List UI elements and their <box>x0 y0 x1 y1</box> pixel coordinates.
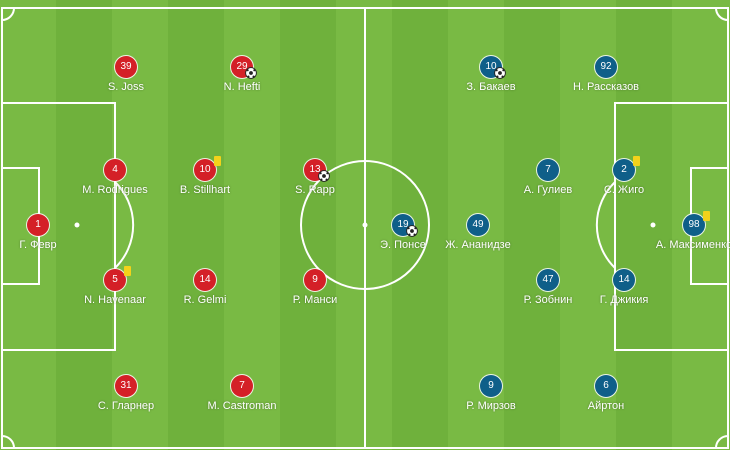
player-number-badge: 14 <box>194 269 216 291</box>
player-marker[interactable]: 39 S. Joss <box>71 56 181 96</box>
player-name: M. Rodrigues <box>82 184 148 196</box>
player-marker[interactable]: 10 B. Stillhart <box>150 156 260 199</box>
player-marker[interactable]: 14 Г. Джикия <box>569 269 679 309</box>
player-marker[interactable]: 47 Р. Зобнин <box>493 269 603 309</box>
player-marker[interactable]: 4 M. Rodrigues <box>60 159 170 199</box>
player-name: B. Stillhart <box>179 184 231 196</box>
player-number-badge: 47 <box>537 269 559 291</box>
player-marker[interactable]: 31 С. Гларнер <box>71 375 181 415</box>
player-name: Ж. Ананидзе <box>445 239 511 251</box>
player-name: Н. Рассказов <box>572 81 640 93</box>
player-number-badge: 6 <box>595 375 617 397</box>
player-number-badge: 10 <box>194 159 216 181</box>
player-marker[interactable]: 9 Р. Мирзов <box>436 375 546 415</box>
player-name: Р. Зобнин <box>523 294 573 306</box>
yellow-card-icon <box>124 266 131 276</box>
goal-ball-icon <box>245 67 257 79</box>
player-name: Г. Джикия <box>599 294 649 306</box>
player-marker[interactable]: 9 Р. Манси <box>260 269 370 309</box>
player-number-badge: 49 <box>467 214 489 236</box>
player-name: M. Castroman <box>207 400 277 412</box>
yellow-card-icon <box>214 156 221 166</box>
player-marker[interactable]: 49 Ж. Ананидзе <box>423 214 533 254</box>
player-name: Р. Мирзов <box>466 400 516 412</box>
player-name: А. Гулиев <box>523 184 573 196</box>
player-number-badge: 4 <box>104 159 126 181</box>
yellow-card-icon <box>703 211 710 221</box>
player-number-badge: 9 <box>480 375 502 397</box>
player-name: Э. Понсе <box>380 239 426 251</box>
goal-ball-icon <box>494 67 506 79</box>
player-number-badge: 9 <box>304 269 326 291</box>
player-number-badge: 7 <box>231 375 253 397</box>
yellow-card-icon <box>633 156 640 166</box>
player-marker[interactable]: 1 Г. Февр <box>0 214 93 254</box>
player-marker[interactable]: 7 А. Гулиев <box>493 159 603 199</box>
player-marker[interactable]: 92 Н. Рассказов <box>551 56 661 96</box>
player-marker[interactable]: 98 А. Максименко <box>639 211 730 254</box>
player-name: N. Hefti <box>223 81 261 93</box>
player-number-badge: 98 <box>683 214 705 236</box>
player-name: Г. Февр <box>19 239 57 251</box>
player-name: З. Бакаев <box>466 81 516 93</box>
player-marker[interactable]: 2 С. Жиго <box>569 156 679 199</box>
player-name: S. Joss <box>107 81 145 93</box>
goal-ball-icon <box>406 225 418 237</box>
player-number-badge: 39 <box>115 56 137 78</box>
player-number-badge: 31 <box>115 375 137 397</box>
player-name: S. Rapp <box>295 184 335 196</box>
player-number-badge: 2 <box>613 159 635 181</box>
player-number-badge: 14 <box>613 269 635 291</box>
player-number-badge: 7 <box>537 159 559 181</box>
player-name: Р. Манси <box>292 294 338 306</box>
player-name: N. Havenaar <box>84 294 146 306</box>
player-number-badge: 5 <box>104 269 126 291</box>
player-name: Айртон <box>587 400 625 412</box>
player-marker[interactable]: 5 N. Havenaar <box>60 266 170 309</box>
player-number-badge: 92 <box>595 56 617 78</box>
player-name: С. Жиго <box>603 184 645 196</box>
player-marker[interactable]: 14 R. Gelmi <box>150 269 260 309</box>
player-name: R. Gelmi <box>183 294 227 306</box>
player-marker[interactable]: 7 M. Castroman <box>187 375 297 415</box>
goal-ball-icon <box>318 170 330 182</box>
player-number-badge: 1 <box>27 214 49 236</box>
player-name: С. Гларнер <box>97 400 155 412</box>
player-name: А. Максименко <box>655 239 730 251</box>
